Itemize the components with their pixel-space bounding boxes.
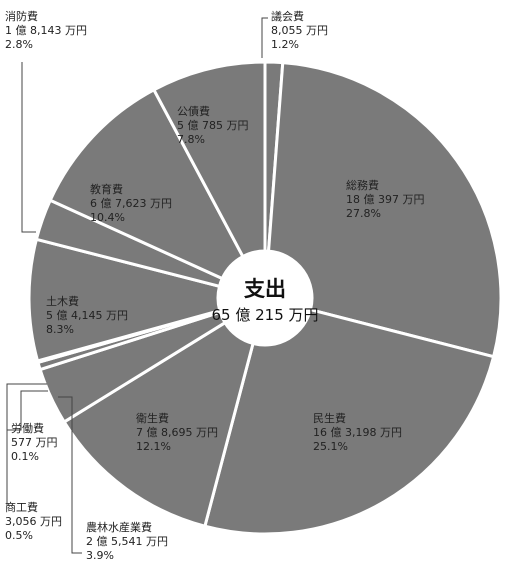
center-subtitle: 65 億 215 万円 [211,306,318,324]
center-title: 支出 [244,277,286,301]
donut-slices [27,60,503,536]
slice-name: 商工費 [5,500,38,514]
slice-amount: 18 億 397 万円 [346,193,424,206]
slice-name: 教育費 [90,182,123,196]
slice-amount: 6 億 7,623 万円 [90,197,172,210]
slice-name: 民生費 [313,411,346,425]
leader-line-gikai [261,17,268,58]
slice-amount: 3,056 万円 [5,515,62,528]
slice-percent: 0.1% [11,450,39,463]
slice-percent: 7.8% [177,133,205,146]
slice-percent: 8.3% [46,323,74,336]
slice-percent: 3.9% [86,549,114,562]
slice-name: 土木費 [46,294,79,308]
slice-name: 総務費 [346,178,379,192]
slice-name: 農林水産業費 [86,520,152,534]
slice-percent: 1.2% [271,38,299,51]
slice-name: 議会費 [271,9,304,23]
slice-name: 公債費 [177,104,210,118]
slice-amount: 5 億 785 万円 [177,119,248,132]
leader-lines [6,17,268,554]
slice-percent: 10.4% [90,211,125,224]
slice-percent: 27.8% [346,207,381,220]
slice-amount: 8,055 万円 [271,24,328,37]
slice-percent: 0.5% [5,529,33,542]
leader-line-shobo [21,62,36,233]
donut-hole [218,251,312,345]
slice-name: 衛生費 [136,411,169,425]
slice-amount: 2 億 5,541 万円 [86,535,168,548]
leader-line-rodo [6,390,48,436]
slice-percent: 12.1% [136,440,171,453]
slice-percent: 2.8% [5,38,33,51]
slice-percent: 25.1% [313,440,348,453]
slice-name: 労働費 [11,421,44,435]
slice-amount: 1 億 8,143 万円 [5,24,87,37]
slice-amount: 7 億 8,695 万円 [136,426,218,439]
slice-amount: 577 万円 [11,436,58,449]
leader-line-norin [58,396,82,554]
slice-amount: 16 億 3,198 万円 [313,426,402,439]
slice-amount: 5 億 4,145 万円 [46,309,128,322]
slice-name: 消防費 [5,9,38,23]
leader-line-shoko [6,383,47,505]
